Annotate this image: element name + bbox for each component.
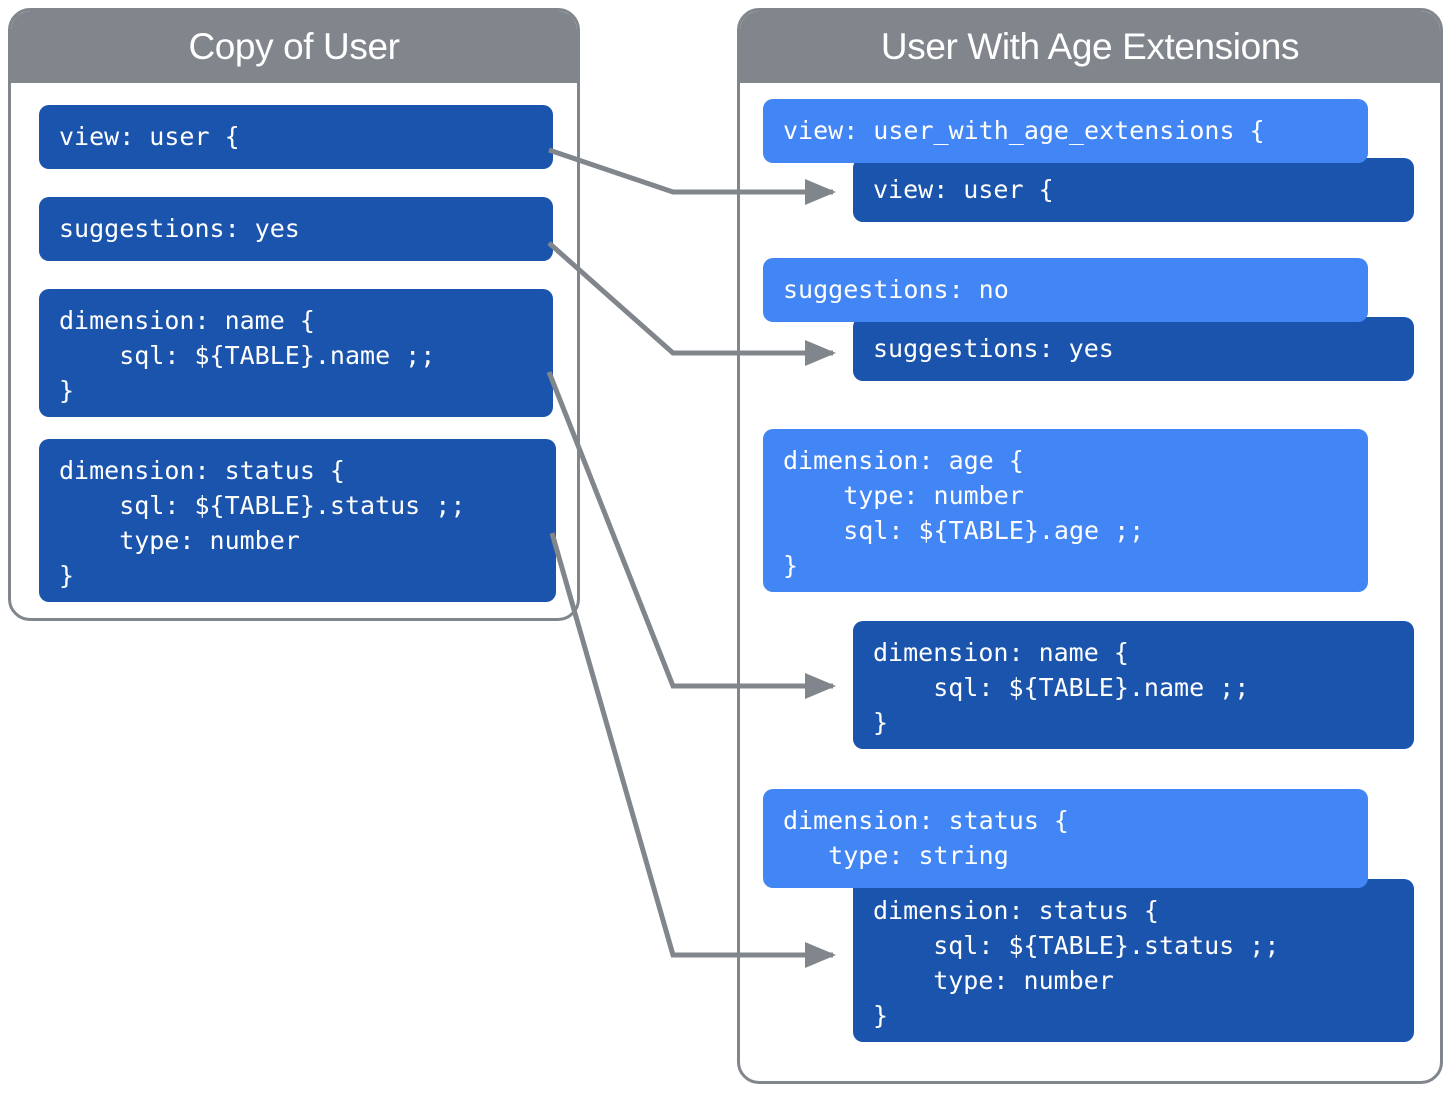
code-block-right-dimension-name[interactable]: dimension: name { sql: ${TABLE}.name ;; …	[853, 621, 1414, 749]
code-block-right-dimension-age[interactable]: dimension: age { type: number sql: ${TAB…	[763, 429, 1368, 592]
code-block-right-view-inherited[interactable]: view: user {	[853, 158, 1414, 222]
panel-left-header: Copy of User	[11, 11, 577, 83]
code-block-right-view-extended[interactable]: view: user_with_age_extensions {	[763, 99, 1368, 163]
panel-right-header: User With Age Extensions	[740, 11, 1440, 83]
panel-left-body: view: user { suggestions: yes dimension:…	[11, 83, 577, 618]
code-block-left-dimension-name[interactable]: dimension: name { sql: ${TABLE}.name ;; …	[39, 289, 553, 417]
panel-copy-of-user: Copy of User view: user { suggestions: y…	[8, 8, 580, 621]
code-block-right-dimension-status-new[interactable]: dimension: status { type: string	[763, 789, 1368, 888]
panel-left-title: Copy of User	[188, 26, 400, 67]
panel-user-with-age-extensions: User With Age Extensions view: user { vi…	[737, 8, 1443, 1084]
code-block-left-suggestions[interactable]: suggestions: yes	[39, 197, 553, 261]
code-block-left-view[interactable]: view: user {	[39, 105, 553, 169]
code-block-right-suggestions-inherited[interactable]: suggestions: yes	[853, 317, 1414, 381]
panel-right-title: User With Age Extensions	[880, 26, 1300, 67]
code-block-left-dimension-status[interactable]: dimension: status { sql: ${TABLE}.status…	[39, 439, 556, 602]
code-block-right-suggestions-new[interactable]: suggestions: no	[763, 258, 1368, 322]
code-block-right-dimension-status-inherited[interactable]: dimension: status { sql: ${TABLE}.status…	[853, 879, 1414, 1042]
panel-right-body: view: user { view: user_with_age_extensi…	[740, 83, 1440, 1081]
